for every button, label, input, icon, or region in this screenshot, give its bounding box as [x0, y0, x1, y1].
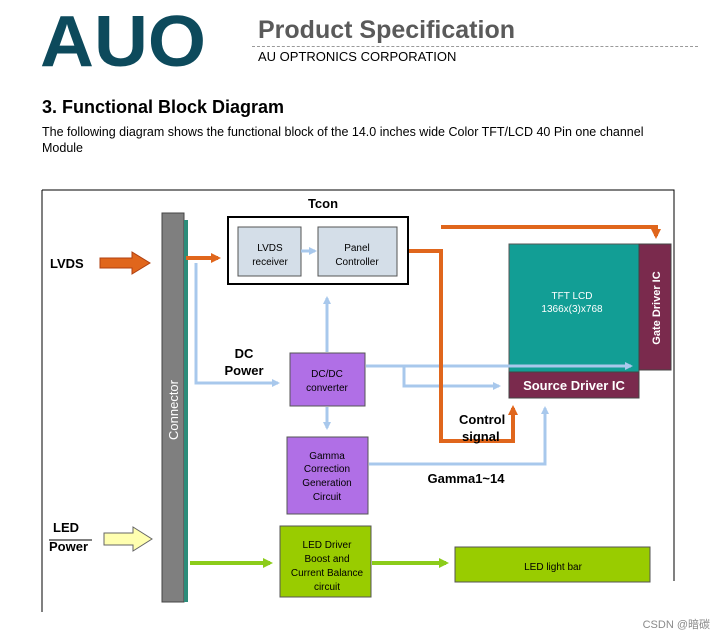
lvds-receiver-text-2: receiver [252, 257, 288, 268]
logo-text: AUO [40, 8, 206, 70]
gamma-correction-block [286, 436, 369, 515]
section-title: 3. Functional Block Diagram [42, 97, 285, 117]
company-name: AU OPTRONICS CORPORATION [258, 49, 457, 64]
led-light-bar-label: LED light bar [524, 562, 582, 573]
header-divider [252, 46, 698, 47]
watermark: CSDN @暗碳 [642, 619, 710, 631]
dc-dc-converter-text-2: converter [306, 383, 348, 394]
led-driver-block [279, 525, 372, 598]
led-driver-text-2: Boost and [304, 554, 349, 565]
led-power-label-2: Power [49, 539, 88, 554]
led-driver-text-1: LED Driver [303, 540, 353, 551]
gamma-text-2: Correction [304, 464, 350, 475]
tft-lcd-text-2: 1366x(3)x768 [541, 304, 603, 315]
panel-controller-text-1: Panel [344, 243, 370, 254]
gate-driver-ic-block [638, 243, 672, 371]
auo-logo: AUO [40, 2, 210, 82]
gamma-text-1: Gamma [309, 451, 345, 462]
connector-edge [184, 220, 188, 602]
connector-label: Connector [166, 379, 181, 440]
dc-power-label-1: DC [235, 346, 254, 361]
gamma-range-label: Gamma1~14 [428, 471, 506, 486]
gamma-text-4: Circuit [313, 492, 342, 503]
led-driver-text-3: Current Balance [291, 568, 364, 579]
gate-driver-ic-label: Gate Driver IC [651, 271, 663, 344]
dc-power-label-2: Power [224, 363, 263, 378]
tcon-label: Tcon [308, 196, 338, 211]
lvds-input-arrow [99, 251, 151, 275]
panel-controller-block [317, 226, 398, 277]
gamma-text-3: Generation [302, 478, 351, 489]
led-driver-text-4: circuit [314, 582, 340, 593]
panel-controller-text-2: Controller [335, 257, 379, 268]
power-lines [194, 263, 633, 466]
dc-dc-converter-text-1: DC/DC [311, 369, 343, 380]
control-signal-arrow [409, 249, 518, 443]
section-description: The following diagram shows the function… [42, 125, 644, 155]
control-signal-label-2: signal [462, 429, 500, 444]
control-lines [186, 225, 661, 443]
dc-dc-converter-block [289, 352, 366, 407]
lvds-receiver-text-1: LVDS [257, 243, 283, 254]
gamma-to-source-driver-arrow [369, 406, 549, 466]
dc-power-arrow [194, 263, 280, 387]
dc-to-source-driver-arrow [402, 366, 501, 390]
document-title: Product Specification [258, 16, 515, 44]
led-power-arrow [103, 526, 153, 552]
tft-lcd-panel [508, 243, 640, 373]
lvds-input-label: LVDS [50, 256, 84, 271]
source-driver-ic-label: Source Driver IC [523, 378, 625, 393]
tft-lcd-text-1: TFT LCD [552, 291, 593, 302]
tcon-to-gate-driver-arrow [441, 225, 661, 239]
led-light-bar-block [454, 546, 651, 583]
source-driver-ic-block [508, 371, 640, 399]
lvds-receiver-block [237, 226, 302, 277]
control-signal-label-1: Control [459, 412, 505, 427]
led-power-label-1: LED [53, 520, 79, 535]
diagram-frame [41, 189, 675, 612]
